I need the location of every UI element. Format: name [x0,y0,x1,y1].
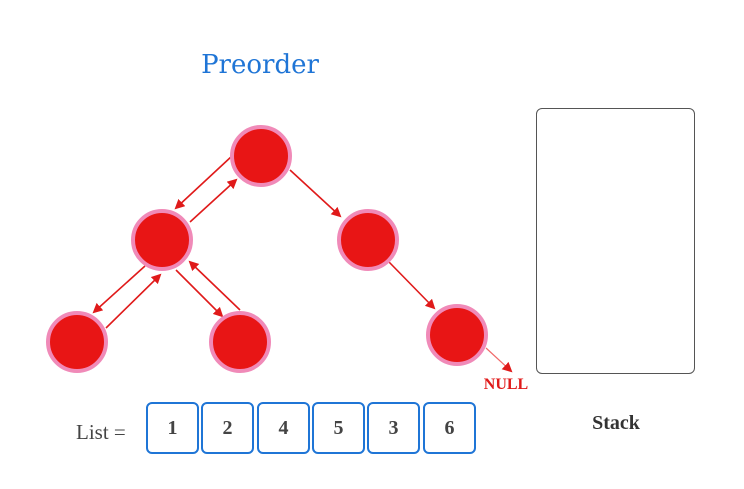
tree-node-n2 [131,209,193,271]
diagram-title: Preorder [201,50,319,80]
stack-container [536,108,695,374]
arrow-n1-to-n3 [289,169,342,218]
list-item: 6 [423,402,476,454]
arrow-n1-to-n2 [174,155,233,210]
tree-node-n5 [209,311,271,373]
tree-node-n1 [230,125,292,187]
list-item: 2 [201,402,254,454]
null-label: NULL [483,376,529,393]
arrow-n4-to-n2 [105,273,162,329]
list-item: 3 [367,402,420,454]
arrow-n5-to-n2 [188,260,241,311]
arrow-n6-to-null [485,347,513,373]
stack-label: Stack [592,412,640,434]
list-item: 4 [257,402,310,454]
tree-node-n4 [46,311,108,373]
arrow-group [92,155,513,373]
arrow-n3-to-n6 [388,261,436,310]
arrow-n2-to-n4 [92,265,146,314]
list-label: List = [76,420,126,444]
list-item: 5 [312,402,365,454]
node-group [46,125,488,373]
arrow-n2-to-n1 [189,178,238,223]
tree-node-n6 [426,304,488,366]
tree-node-n3 [337,209,399,271]
arrow-n2-to-n5 [175,269,224,318]
list-item: 1 [146,402,199,454]
